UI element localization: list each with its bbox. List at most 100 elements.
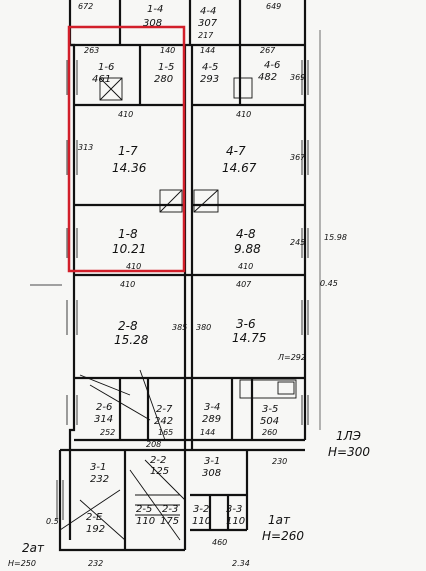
svg-text:242: 242: [154, 416, 173, 427]
svg-text:14.67: 14.67: [222, 161, 257, 175]
dim-label: 672: [78, 2, 93, 11]
svg-text:307: 307: [198, 18, 218, 29]
dim-label: 252: [100, 428, 115, 437]
svg-text:1-5: 1-5: [158, 62, 174, 73]
svg-text:308: 308: [143, 18, 162, 29]
svg-text:175: 175: [160, 516, 179, 527]
svg-text:15.28: 15.28: [114, 333, 149, 347]
svg-text:289: 289: [202, 414, 221, 425]
dim-label: 367: [290, 153, 306, 162]
svg-text:2-3: 2-3: [162, 504, 178, 515]
dim-label: 649: [266, 2, 281, 11]
floor-note: 1ЛЭ: [336, 429, 362, 443]
dim-label: 369: [290, 73, 305, 82]
svg-text:308: 308: [202, 468, 221, 479]
dim-label: 232: [88, 559, 103, 568]
dim-label: 245: [290, 238, 305, 247]
svg-text:3-1: 3-1: [204, 456, 220, 467]
floor-note: Н=250: [8, 559, 36, 568]
dim-label: 230: [272, 457, 287, 466]
svg-text:3-3: 3-3: [226, 504, 242, 515]
svg-text:110: 110: [136, 516, 155, 527]
svg-text:1-6: 1-6: [98, 62, 114, 73]
svg-text:2-8: 2-8: [118, 319, 138, 333]
dim-label: 263: [84, 46, 99, 55]
window-marks: [30, 30, 321, 520]
dim-label: 460: [212, 538, 227, 547]
svg-text:482: 482: [258, 72, 277, 83]
dim-label: 410: [236, 110, 251, 119]
dim-label: 15.98: [324, 233, 347, 242]
svg-text:3-6: 3-6: [236, 317, 256, 331]
svg-text:1-8: 1-8: [118, 227, 138, 241]
svg-text:293: 293: [200, 74, 219, 85]
svg-text:4-5: 4-5: [202, 62, 218, 73]
floor-note: 1ат: [268, 513, 291, 527]
dimension-labels: 672 649 263 140 144 267 410 410 410 410 …: [46, 2, 347, 568]
room-label: 3-614.75: [232, 317, 266, 345]
svg-text:314: 314: [94, 414, 113, 425]
svg-text:2-7: 2-7: [156, 404, 173, 415]
svg-text:9.88: 9.88: [234, 242, 261, 256]
svg-text:4-6: 4-6: [264, 60, 280, 71]
svg-text:14.36: 14.36: [112, 161, 147, 175]
svg-text:4-4: 4-4: [200, 6, 216, 17]
room-label: 4-89.88: [234, 227, 261, 256]
highlight-frame: [67, 25, 186, 273]
room-label: 2-815.28: [114, 319, 149, 347]
svg-text:232: 232: [90, 474, 109, 485]
floor-notes: 1ЛЭ Н=300 1ат Н=260 2ат Н=250: [8, 429, 370, 568]
svg-text:110: 110: [226, 516, 245, 527]
svg-text:110: 110: [192, 516, 211, 527]
svg-text:461: 461: [92, 74, 111, 85]
svg-text:14.75: 14.75: [232, 331, 266, 345]
dim-label: 410: [126, 262, 141, 271]
dim-label: 407: [236, 280, 252, 289]
dim-label: 208: [146, 440, 161, 449]
floor-note: Н=260: [262, 529, 304, 543]
dim-label: 217: [198, 31, 214, 40]
svg-text:3-5: 3-5: [262, 404, 278, 415]
dim-label: Л=292: [277, 353, 306, 362]
dim-label: 165: [158, 428, 173, 437]
dim-label: 380: [196, 323, 211, 332]
dim-label: 410: [238, 262, 253, 271]
svg-text:1-4: 1-4: [147, 4, 163, 15]
svg-text:4-8: 4-8: [236, 227, 256, 241]
svg-text:1-7: 1-7: [118, 144, 138, 158]
svg-text:280: 280: [154, 74, 173, 85]
room-label: 1-7 14.36: [112, 144, 147, 175]
svg-text:2-5: 2-5: [136, 504, 152, 515]
svg-text:2-2: 2-2: [150, 455, 166, 466]
dim-label: 0.5: [46, 517, 59, 526]
svg-text:3-1: 3-1: [90, 462, 106, 473]
svg-text:4-7: 4-7: [226, 144, 246, 158]
room-label: 4-7 14.67: [222, 144, 257, 175]
dim-label: 260: [262, 428, 277, 437]
svg-text:10.21: 10.21: [112, 242, 146, 256]
dim-label: 385: [172, 323, 187, 332]
svg-text:3-4: 3-4: [204, 402, 220, 413]
dim-label: 2.34: [232, 559, 250, 568]
dim-label: 144: [200, 46, 215, 55]
svg-text:192: 192: [86, 524, 105, 535]
room-label: 1-810.21: [112, 227, 146, 256]
dim-label: 144: [200, 428, 215, 437]
